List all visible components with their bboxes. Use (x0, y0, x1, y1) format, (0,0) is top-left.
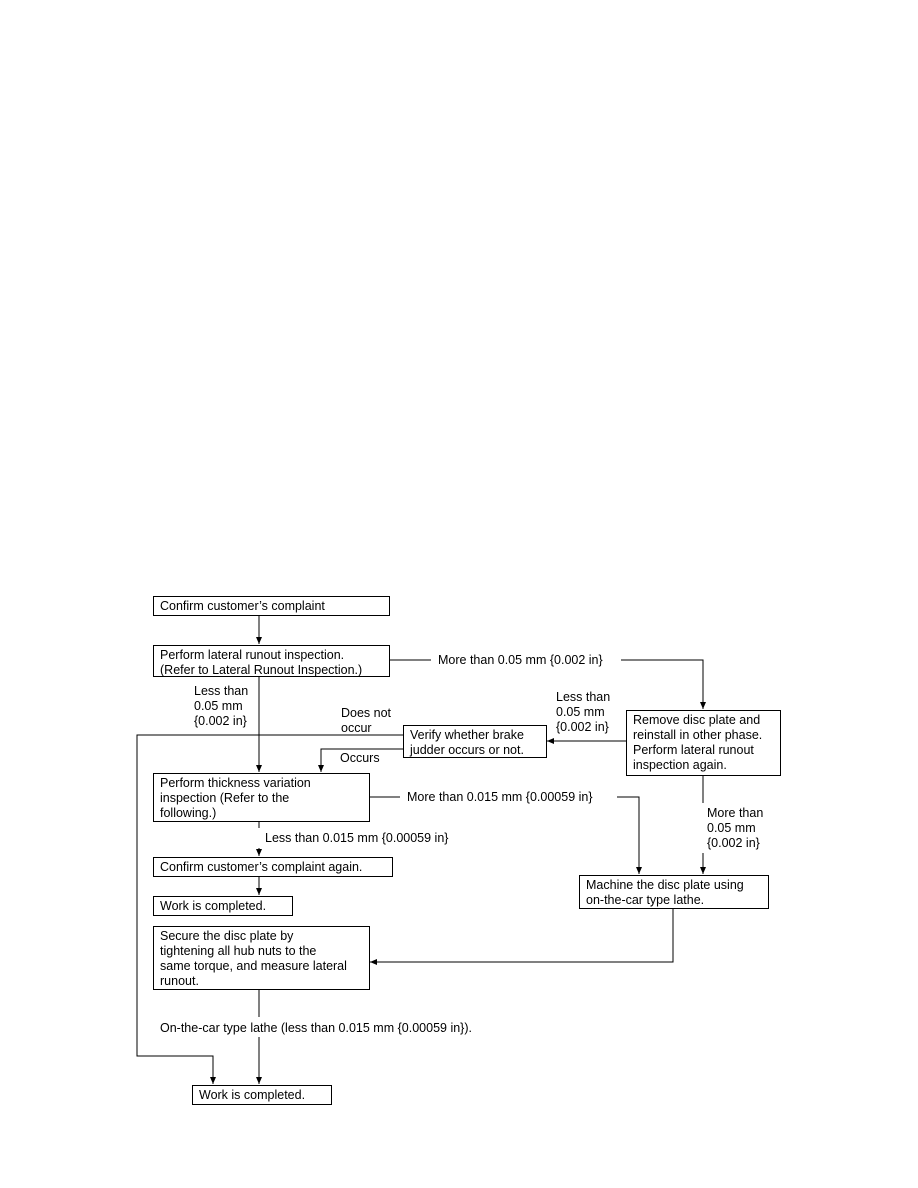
node-work-completed-2: Work is completed. (192, 1085, 332, 1105)
node-remove-disc: Remove disc plate and reinstall in other… (626, 710, 781, 776)
label-more-than-005-b: More than 0.05 mm {0.002 in} (707, 806, 764, 850)
label-lathe-less-than: On-the-car type lathe (less than 0.015 m… (160, 1021, 472, 1035)
node-work-completed-1: Work is completed. (153, 896, 293, 916)
label-more-than-0015: More than 0.015 mm {0.00059 in} (407, 790, 593, 804)
edge-verify-to-thickness (318, 748, 404, 772)
label-does-not-occur: Does not occur (341, 706, 392, 735)
node-lateral-runout: Perform lateral runout inspection. (Refe… (153, 645, 390, 677)
node-secure-disc: Secure the disc plate by tightening all … (153, 926, 370, 990)
label-more-than-005-a: More than 0.05 mm {0.002 in} (438, 653, 603, 667)
label-less-than-0015: Less than 0.015 mm {0.00059 in} (265, 831, 449, 845)
node-confirm-complaint: Confirm customer’s complaint (153, 596, 390, 616)
node-verify-judder: Verify whether brake judder occurs or no… (403, 725, 547, 758)
edge-verify-to-done (136, 734, 404, 1084)
node-confirm-again: Confirm customer’s complaint again. (153, 857, 393, 877)
node-thickness-variation: Perform thickness variation inspection (… (153, 773, 370, 822)
label-occurs: Occurs (340, 751, 380, 765)
label-less-than-005-b: Less than 0.05 mm {0.002 in} (556, 690, 611, 734)
edge-machine-to-secure (370, 908, 674, 965)
node-machine-disc: Machine the disc plate using on-the-car … (579, 875, 769, 909)
label-less-than-005-a: Less than 0.05 mm {0.002 in} (194, 684, 249, 728)
